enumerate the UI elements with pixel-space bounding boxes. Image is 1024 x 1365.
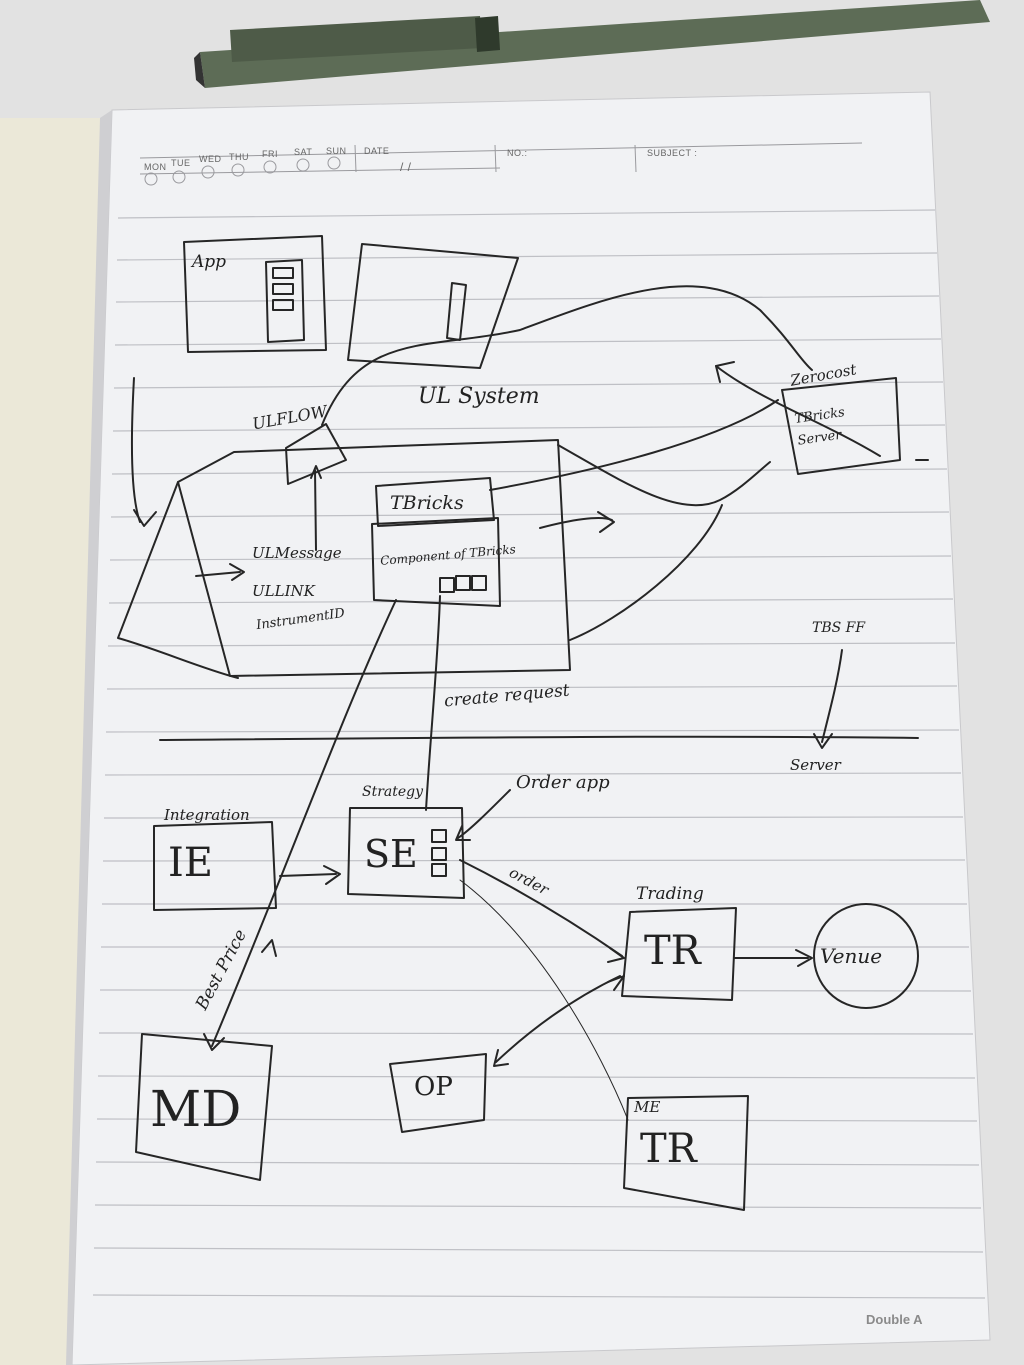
- date-value: / /: [400, 160, 412, 174]
- pen: [194, 0, 990, 88]
- ruled-lines: [92, 209, 986, 1299]
- venue-label: Venue: [820, 944, 883, 968]
- date-label: DATE: [364, 146, 390, 156]
- left-page: [0, 118, 108, 1365]
- ink-drawing: [117, 235, 929, 1211]
- brand-logo: Double A: [866, 1312, 923, 1327]
- no-label: NO.:: [507, 148, 528, 158]
- se-label: SE: [364, 832, 418, 876]
- day-fri: FRI: [262, 149, 278, 159]
- server-label: Server: [790, 756, 841, 774]
- order-app-label: Order app: [516, 772, 610, 793]
- day-sun: SUN: [326, 146, 347, 156]
- me-label: ME: [634, 1098, 661, 1116]
- day-sat: SAT: [294, 147, 313, 157]
- tbs-ff-label: TBS FF: [812, 620, 866, 636]
- app-label: App: [192, 252, 227, 272]
- me-tr-label: TR: [640, 1126, 697, 1172]
- tbricks-label: TBricks: [390, 492, 464, 514]
- tr-label: TR: [644, 928, 701, 974]
- md-label: MD: [150, 1080, 242, 1138]
- ul-link-label: ULLINK: [252, 582, 315, 600]
- ie-label: IE: [168, 840, 213, 886]
- right-page: [71, 91, 991, 1365]
- day-tue: TUE: [171, 158, 191, 168]
- op-label: OP: [414, 1072, 453, 1102]
- day-thu: THU: [229, 152, 249, 162]
- subject-label: SUBJECT :: [647, 148, 698, 158]
- ul-message-label: ULMessage: [252, 544, 342, 562]
- integration-label: Integration: [164, 806, 250, 824]
- day-mon: MON: [144, 162, 167, 172]
- day-circles: [144, 156, 341, 186]
- header-lines: [139, 142, 863, 175]
- strategy-label: Strategy: [362, 784, 424, 800]
- ul-system-label: UL System: [418, 384, 540, 409]
- trading-label: Trading: [636, 884, 704, 904]
- day-wed: WED: [199, 154, 222, 164]
